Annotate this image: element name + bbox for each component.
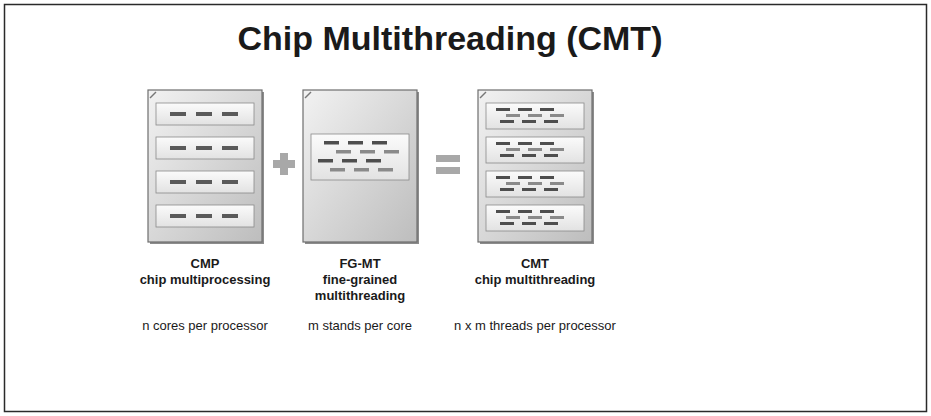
chip-part: [550, 216, 564, 219]
chip-part: [550, 148, 564, 151]
chip-part: [500, 120, 514, 123]
chip-part: [330, 168, 345, 172]
chip-part: [222, 146, 238, 150]
chip-part: [540, 176, 554, 179]
chip-part: [522, 222, 536, 225]
chip-part: [496, 176, 510, 179]
chip-part: [196, 146, 212, 150]
chip-part: [518, 108, 532, 111]
chip-part: [318, 159, 333, 163]
chip-part: [336, 150, 351, 154]
plus-symbol: [273, 153, 295, 175]
chip-acronym: FG-MT: [260, 256, 460, 272]
chip-part: [544, 154, 558, 157]
chip-part: [500, 154, 514, 157]
chip-part: [384, 150, 399, 154]
chip-part: [354, 168, 369, 172]
chip-part: [528, 114, 542, 117]
chip-part: [196, 214, 212, 218]
chip-part: [222, 214, 238, 218]
chip-part: [486, 103, 584, 129]
cmp-chip: [148, 90, 264, 244]
chip-part: [522, 188, 536, 191]
chip-part: [496, 142, 510, 145]
chip-part: [506, 114, 520, 117]
chip-part: [540, 210, 554, 213]
chip-part: [544, 188, 558, 191]
chip-part: [500, 222, 514, 225]
chip-part: [366, 159, 381, 163]
chip-part: [486, 171, 584, 197]
outer-frame: [5, 5, 927, 412]
chip-part: [342, 159, 357, 163]
core-bars: [156, 103, 584, 231]
chip-part: [522, 120, 536, 123]
chip-acronym: CMP: [105, 256, 305, 272]
chip-part: [196, 112, 212, 116]
chip-part: [506, 182, 520, 185]
chip-part: [528, 216, 542, 219]
chip-part: [372, 141, 387, 145]
chip-part: [222, 112, 238, 116]
chip-part: [496, 210, 510, 213]
chip-part: [360, 150, 375, 154]
count-note: n x m threads per processor: [405, 318, 665, 334]
chip-part: [544, 222, 558, 225]
equals-symbol: [436, 155, 460, 174]
chip-part: [170, 214, 186, 218]
chip-part: [522, 154, 536, 157]
chip-part: [324, 141, 339, 145]
chip-part: [348, 141, 363, 145]
chip-name: fine-grained multithreading: [304, 272, 416, 303]
chip-part: [170, 180, 186, 184]
chip-part: [528, 148, 542, 151]
chip-part: [506, 148, 520, 151]
fgmt-chip: [303, 90, 419, 244]
chip-part: [518, 142, 532, 145]
chip-part: [496, 108, 510, 111]
chip-part: [486, 205, 584, 231]
chip-part: [222, 180, 238, 184]
chip-part: [170, 146, 186, 150]
chip-name: chip multithreading: [435, 272, 635, 288]
cmt-chip: [478, 90, 594, 244]
chip-acronym: CMT: [435, 256, 635, 272]
chip-name: chip multiprocessing: [105, 272, 305, 288]
chip-part: [518, 210, 532, 213]
chip-part: [196, 180, 212, 184]
chip-part: [544, 120, 558, 123]
chip-part: [518, 176, 532, 179]
chip-part: [528, 182, 542, 185]
diagram-title: Chip Multithreading (CMT): [140, 18, 760, 59]
chip-part: [378, 168, 393, 172]
chip-part: [540, 142, 554, 145]
chip-part: [486, 137, 584, 163]
count-note: m stands per core: [255, 318, 465, 334]
chip-part: [156, 137, 254, 159]
chip-part: [550, 182, 564, 185]
chip-part: [170, 112, 186, 116]
chip-part: [500, 188, 514, 191]
chip-part: [156, 103, 254, 125]
chip-part: [550, 114, 564, 117]
chip-part: [156, 205, 254, 227]
count-note: n cores per processor: [100, 318, 310, 334]
chip-part: [156, 171, 254, 193]
chip-part: [540, 108, 554, 111]
chip-part: [506, 216, 520, 219]
chip-part: [311, 134, 409, 180]
